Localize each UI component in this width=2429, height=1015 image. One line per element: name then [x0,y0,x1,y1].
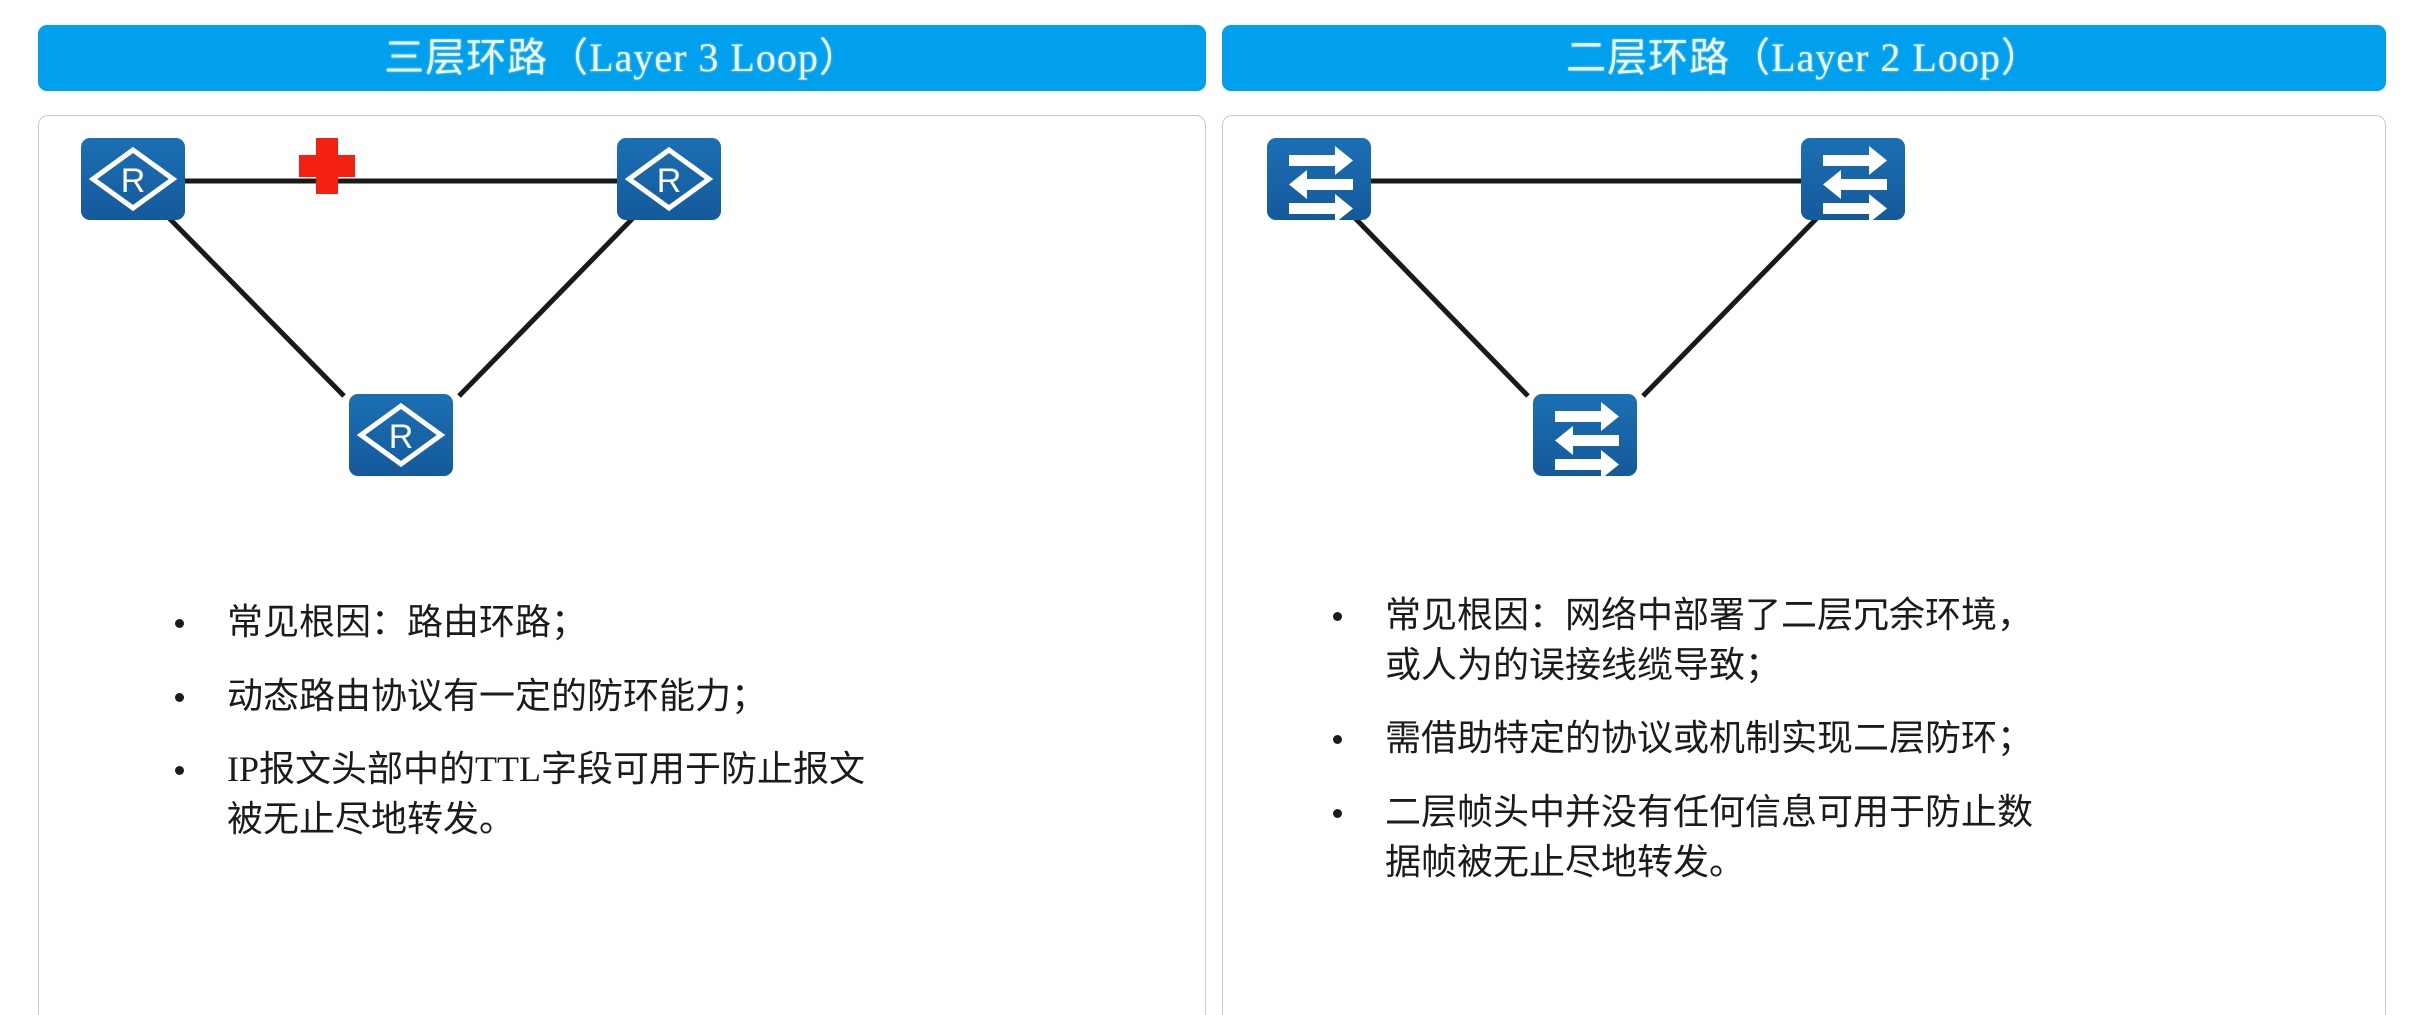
bullet-dot-icon [1333,735,1342,745]
bullet-text: 常见根因：路由环路； [227,602,588,642]
bullet-text: IP报文头部中的TTL字段可用于防止报文 被无止尽地转发。 [227,749,865,840]
bullet-text: 二层帧头中并没有任何信息可用于防止数 据帧被无止尽地转发。 [1385,792,2034,882]
switch-top-left[interactable] [1267,138,1371,223]
list-item: 需借助特定的协议或机制实现二层防环； [1327,714,2429,764]
router-top-left[interactable]: R [81,138,185,220]
topology-links [165,178,637,398]
bullet-dot-icon [1333,809,1342,819]
list-item: IP报文头部中的TTL字段可用于防止报文 被无止尽地转发。 [169,745,1335,844]
svg-text:R: R [389,418,414,456]
bullet-text: 动态路由协议有一定的防环能力； [227,675,768,716]
list-item: 常见根因：路由环路； [169,598,1335,648]
diagram-layer2-topology [1223,116,2385,536]
bullet-dot-icon [175,766,184,776]
panel-header-layer3: 三层环路（Layer 3 Loop） [38,25,1206,91]
bullet-dot-icon [175,692,184,702]
red-cross-marker [299,138,355,194]
bullet-text: 常见根因：网络中部署了二层冗余环境， 或人为的误接线缆导致； [1385,595,2034,685]
bullet-list-layer2: 常见根因：网络中部署了二层冗余环境， 或人为的误接线缆导致； 需借助特定的协议或… [1223,591,2429,887]
comparison-board: 三层环路（Layer 3 Loop） [38,0,2386,1015]
svg-text:R: R [121,162,146,200]
panel-header-layer2: 二层环路（Layer 2 Loop） [1222,25,2386,91]
panel-title-layer2: 二层环路（Layer 2 Loop） [1566,35,2042,80]
router-top-right[interactable]: R [617,138,721,220]
list-item: 常见根因：网络中部署了二层冗余环境， 或人为的误接线缆导致； [1327,591,2429,690]
panel-layer2-loop: 二层环路（Layer 2 Loop） [1222,0,2386,1015]
bullet-text: 需借助特定的协议或机制实现二层防环； [1385,718,2034,759]
svg-text:R: R [657,162,682,200]
panel-layer3-loop: 三层环路（Layer 3 Loop） [38,0,1206,1015]
diagram-layer3-topology: R R R [39,116,1205,536]
panel-title-layer3: 三层环路（Layer 3 Loop） [384,35,860,80]
list-item: 二层帧头中并没有任何信息可用于防止数 据帧被无止尽地转发。 [1327,788,2429,887]
router-bottom[interactable]: R [349,394,453,476]
bullet-dot-icon [1333,612,1342,621]
panel-body-layer3: R R R [38,115,1206,1015]
switch-top-right[interactable] [1801,138,1905,223]
bullet-list-layer3: 常见根因：路由环路； 动态路由协议有一定的防环能力； IP报文头部中的TTL字段… [39,598,1335,845]
bullet-dot-icon [175,619,184,628]
panel-body-layer2: 常见根因：网络中部署了二层冗余环境， 或人为的误接线缆导致； 需借助特定的协议或… [1222,115,2386,1015]
topology-links [1351,178,1821,398]
switch-bottom[interactable] [1533,394,1637,479]
list-item: 动态路由协议有一定的防环能力； [169,672,1335,722]
